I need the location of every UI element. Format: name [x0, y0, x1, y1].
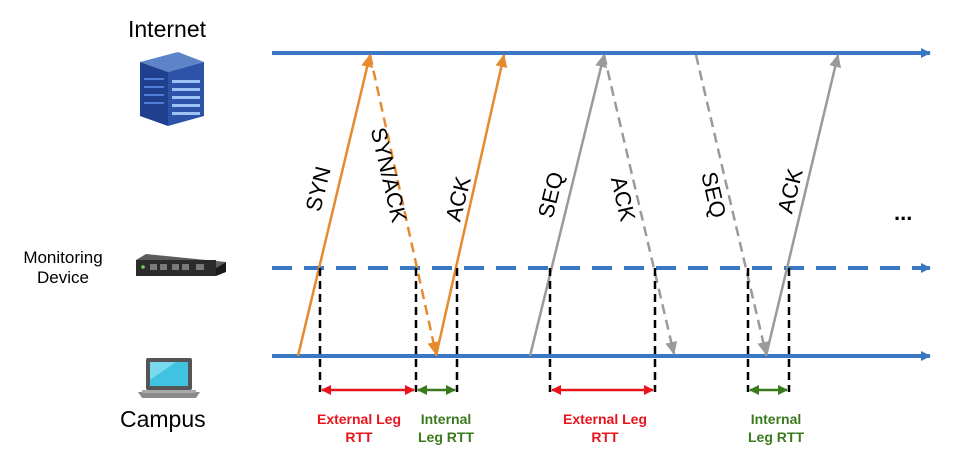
campus-label: Campus	[120, 406, 206, 432]
laptop-icon	[138, 358, 200, 398]
ack3-arrow	[764, 54, 842, 357]
monitoring-device-label: Monitoring Device	[23, 248, 103, 287]
syn-arrow	[296, 54, 374, 357]
synack-arrow	[368, 54, 440, 355]
internet-label: Internet	[128, 16, 206, 42]
external-rtt-label-2: External Leg RTT	[562, 411, 648, 446]
internal-rtt-label-2: Internal Leg RTT	[748, 411, 804, 446]
external-rtt-label-1: External Leg RTT	[316, 411, 402, 446]
ack1-arrow	[434, 54, 508, 357]
internal-rtt-label-1: Internal Leg RTT	[418, 411, 474, 446]
ack2-arrow	[602, 54, 678, 355]
seq1-arrow	[528, 54, 607, 357]
continuation-ellipsis: ...	[894, 200, 913, 225]
network-appliance-icon	[136, 254, 226, 276]
seq2-arrow	[694, 54, 770, 355]
server-icon	[140, 52, 204, 126]
rtt-guides	[318, 268, 791, 392]
